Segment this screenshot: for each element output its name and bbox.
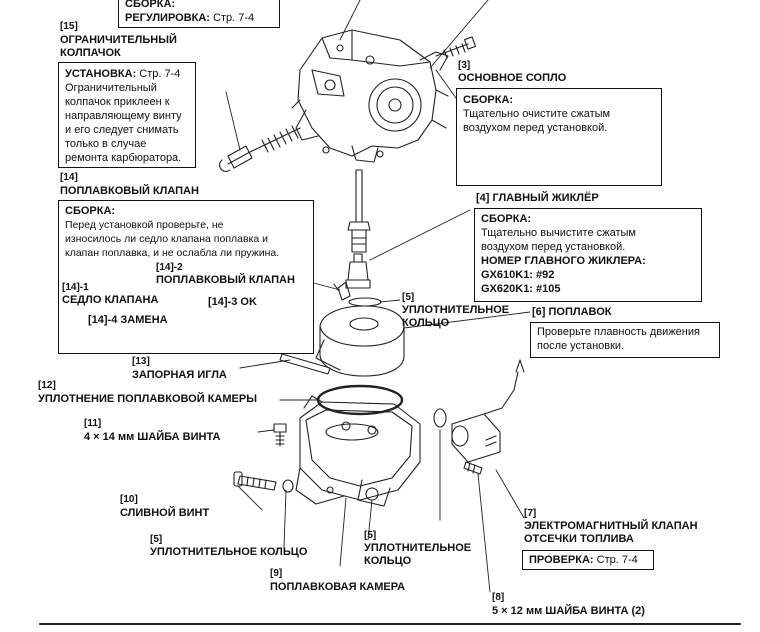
p12-title: УПЛОТНЕНИЕ ПОПЛАВКОВОЙ КАМЕРЫ [38,393,257,405]
p15-box-ref: Стр. 7-4 [136,68,181,80]
p7-number: [7] [524,508,537,519]
p5c-number: [5] [364,530,377,541]
p7-line-1: ЭЛЕКТРОМАГНИТНЫЙ КЛАПАН [524,520,698,532]
p3-assembly-box: СБОРКА: Тщательно очистите сжатым воздух… [456,88,662,186]
p15-box-headline: УСТАНОВКА: Стр. 7-4 [65,67,189,81]
p6-check-box: Проверьте плавность движения после устан… [530,322,720,358]
p8-number: [8] [492,592,505,603]
p7-line-2: ОТСЕЧКИ ТОПЛИВА [524,533,634,545]
p8-title: 5 × 12 мм ШАЙБА ВИНТА (2) [492,605,645,617]
p12-number: [12] [38,380,56,391]
drain-screw-drawing [233,471,294,493]
p15-install-box: УСТАНОВКА: Стр. 7-4 Ограничительный колп… [58,62,196,168]
p14-2-number: [14]-2 [156,262,183,273]
p15-title-2: КОЛПАЧОК [60,47,121,59]
float-chamber-drawing [295,395,421,507]
p5c-line-1: УПЛОТНИТЕЛЬНОЕ [364,542,472,554]
p15-line-2: колпачок приклеен к [65,96,170,108]
p4-jet-2: GX620K1: #105 [481,283,561,295]
top-box-line2: РЕГУЛИРОВКА: Стр. 7-4 [119,11,279,25]
p3-box-head: СБОРКА: [463,94,514,106]
p14-box-head: СБОРКА: [65,205,116,217]
top-box-head: РЕГУЛИРОВКА: [125,12,210,24]
p15-title-1: ОГРАНИЧИТЕЛЬНЫЙ [60,34,177,46]
limiter-cap-screw-drawing [219,125,301,172]
p14-1-number: [14]-1 [62,282,89,293]
p15-box-head: УСТАНОВКА: [65,68,137,80]
p15-line-6: ремонта карбюратора. [65,152,182,164]
p6-title: [6] ПОПЛАВОК [532,306,612,318]
p7-box-ref: Стр. 7-4 [593,554,638,566]
p7-box-head: ПРОВЕРКА: [529,554,594,566]
chamber-screw-drawing [273,423,287,447]
p11-title: 4 × 14 мм ШАЙБА ВИНТА [84,431,221,443]
p4-title: [4] ГЛАВНЫЙ ЖИКЛЁР [476,192,599,204]
solenoid-valve-drawing [451,359,525,463]
p6-line-2: после установки. [537,340,625,352]
p14-3-label: [14]-3 OK [208,296,257,308]
p5a-number: [5] [402,292,415,303]
p15-line-3: направляющему винту [65,110,182,122]
p14-2-label: ПОПЛАВКОВЫЙ КЛАПАН [156,274,295,286]
top-assembly-box: СБОРКА: РЕГУЛИРОВКА: Стр. 7-4 [118,0,280,28]
p5a-line-1: УПЛОТНИТЕЛЬНОЕ [402,304,510,316]
p14-line-2: износилось ли седло клапана поплавка и [65,233,269,245]
p7-box-line: ПРОВЕРКА: Стр. 7-4 [529,553,647,567]
p15-line-4: и его следует снимать [65,124,179,136]
float-pin-drawing [279,353,331,375]
p10-title: СЛИВНОЙ ВИНТ [120,507,210,519]
p9-title: ПОПЛАВКОВАЯ КАМЕРА [270,581,406,593]
p4-box-head: СБОРКА: [481,213,532,225]
p7-check-box: ПРОВЕРКА: Стр. 7-4 [522,550,654,570]
p14-line-1: Перед установкой проверьте, не [65,219,224,231]
p15-line-1: Ограничительный [65,82,157,94]
p5a-line-2: КОЛЬЦО [402,317,450,329]
p4-jet-head: НОМЕР ГЛАВНОГО ЖИКЛЕРА: [481,255,646,267]
main-nozzle-screw-drawing [347,36,477,253]
float-valve-drawing [333,281,351,301]
p14-line-3: клапан поплавка, и не ослабла ли пружина… [65,247,280,259]
p14-assembly-box: СБОРКА: Перед установкой проверьте, не и… [58,200,314,354]
p4-line-2: воздухом перед установкой. [481,241,626,253]
p15-line-5: только в случае [65,138,147,150]
p3-title: ОСНОВНОЕ СОПЛО [458,72,567,84]
p5b-title: УПЛОТНИТЕЛЬНОЕ КОЛЬЦО [150,546,308,558]
p3-line-1: Тщательно очистите сжатым [463,108,611,120]
top-box-ref: Стр. 7-4 [209,12,255,24]
p4-jet-1: GX610K1: #92 [481,269,555,281]
p6-line-1: Проверьте плавность движения [537,326,700,338]
top-box-line1: СБОРКА: [125,0,176,10]
p9-number: [9] [270,568,283,579]
p14-4-label: [14]-4 ЗАМЕНА [88,314,168,326]
p4-line-1: Тщательно вычистите сжатым [481,227,636,239]
p14-1-label: СЕДЛО КЛАПАНА [62,294,159,306]
p10-number: [10] [120,494,138,505]
carburetor-body-drawing [291,29,449,163]
solenoid-screw-drawing [463,461,483,475]
p5b-number: [5] [150,534,163,545]
p3-line-2: воздухом перед установкой. [463,122,608,134]
p15-number: [15] [60,21,78,32]
p13-number: [13] [132,356,150,367]
main-jet-drawing [345,253,371,289]
p11-number: [11] [84,418,102,429]
p13-title: ЗАПОРНАЯ ИГЛА [132,369,227,381]
p14-title: ПОПЛАВКОВЫЙ КЛАПАН [60,185,199,197]
p14-number: [14] [60,172,78,183]
p3-number: [3] [458,60,471,71]
p5c-line-2: КОЛЬЦО [364,555,412,567]
p4-assembly-box: СБОРКА: Тщательно вычистите сжатым возду… [474,208,702,302]
float-drawing [315,305,405,377]
